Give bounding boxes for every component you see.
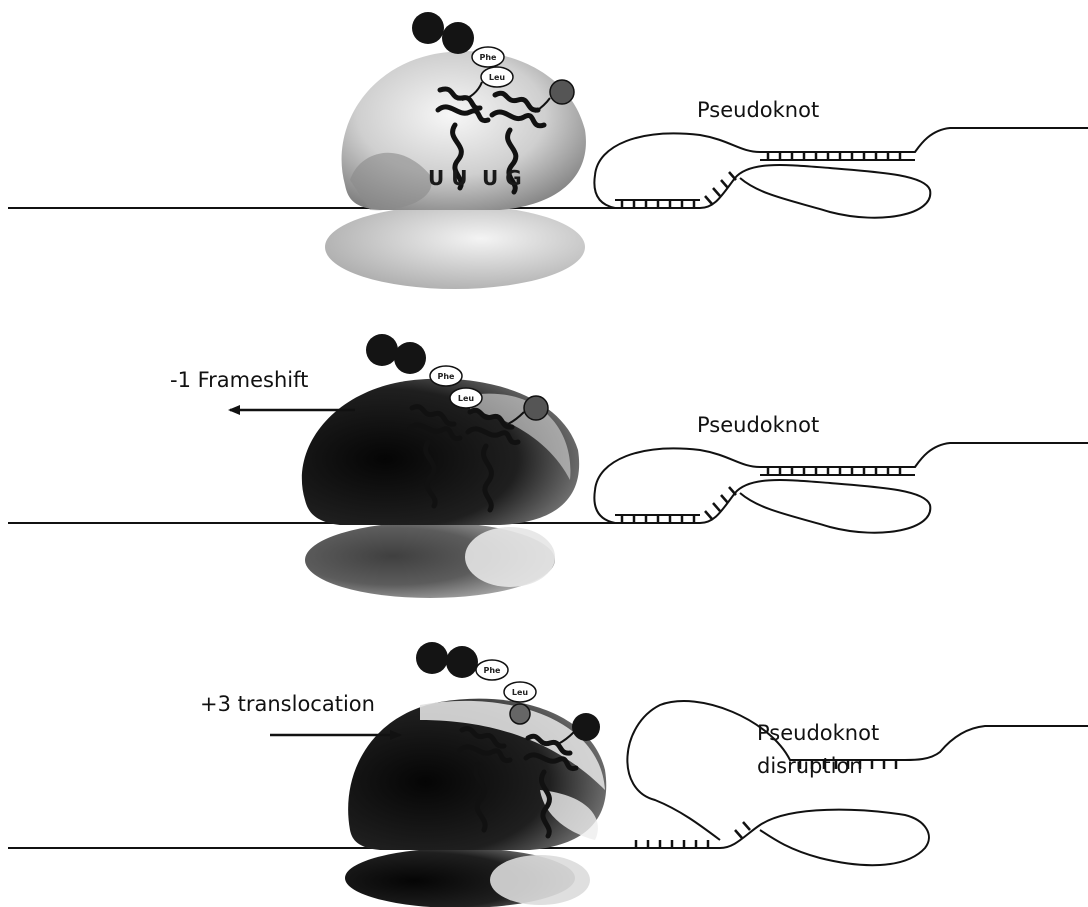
panel-1: U U U G Phe Leu Pseudoknot: [8, 12, 1088, 289]
translocation-label: +3 translocation: [200, 692, 375, 716]
small-subunit-light: [490, 855, 590, 905]
label-line-2: disruption: [757, 754, 863, 778]
pseudoknot-label: Pseudoknot: [697, 413, 819, 437]
leu-label: Leu: [458, 394, 475, 403]
leu-label: Leu: [512, 688, 529, 697]
peptide-bead: [416, 642, 448, 674]
peptide-bead: [366, 334, 398, 366]
phe-label: Phe: [484, 666, 502, 675]
label-line-1: Pseudoknot: [757, 721, 879, 745]
pseudoknot: [594, 443, 1088, 533]
peptide-bead: [394, 342, 426, 374]
panel-3: Phe Leu +3 translocation Pseudoknot disr…: [8, 642, 1088, 907]
incoming-residue: [510, 704, 530, 724]
pseudoknot-disruption-label: Pseudoknot disruption: [757, 721, 886, 778]
frameshift-label: -1 Frameshift: [170, 368, 308, 392]
small-subunit: [325, 205, 585, 289]
released-residue: [572, 713, 600, 741]
incoming-residue: [550, 80, 574, 104]
small-subunit-light: [465, 527, 555, 587]
incoming-residue: [524, 396, 548, 420]
peptide-bead: [446, 646, 478, 678]
pseudoknot-label: Pseudoknot: [697, 98, 819, 122]
phe-label: Phe: [438, 372, 456, 381]
a-site-codon: U G: [482, 166, 522, 190]
phe-label: Phe: [480, 53, 498, 62]
peptide-bead: [442, 22, 474, 54]
leu-label: Leu: [489, 73, 506, 82]
p-site-codon: U U: [428, 166, 467, 190]
panel-2: Phe Leu -1 Frameshift Pseudoknot: [8, 334, 1088, 598]
pseudoknot: [594, 128, 1088, 218]
peptide-bead: [412, 12, 444, 44]
